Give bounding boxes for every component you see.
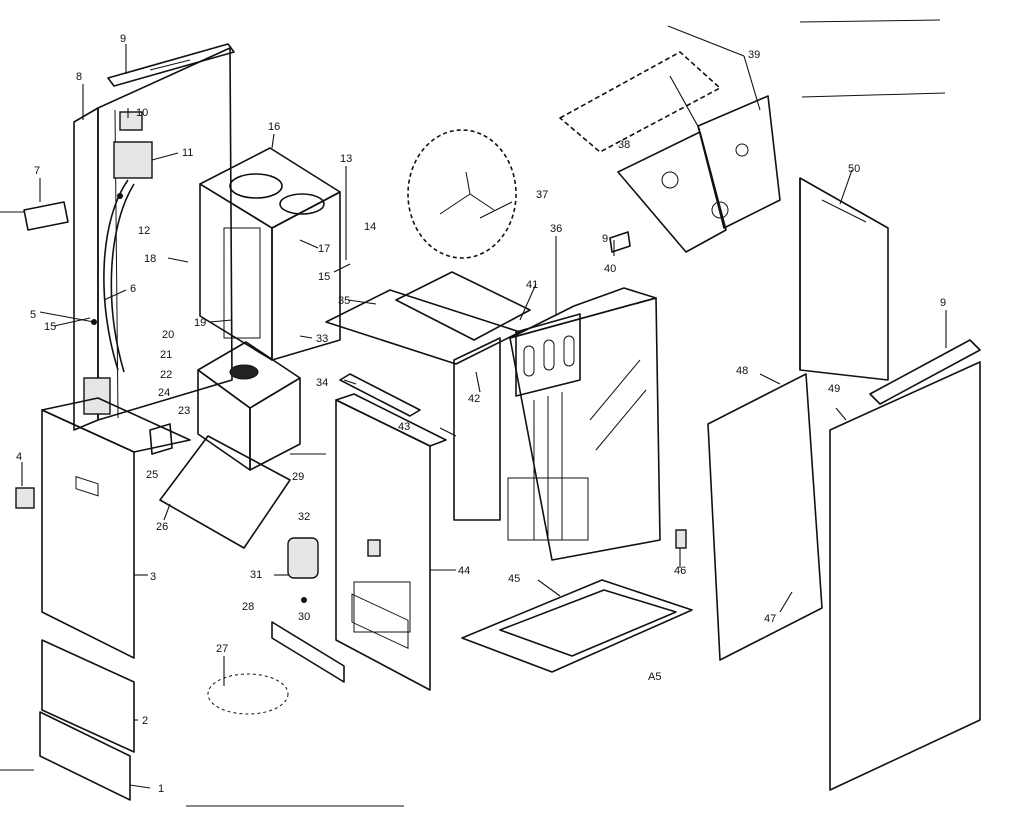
callout-15: 15 [318, 271, 330, 283]
callout-34: 34 [316, 377, 328, 389]
header-rule-lines [186, 19, 946, 807]
left-side-panel [73, 47, 233, 431]
control-part-4 [15, 487, 35, 509]
heat-exchanger [507, 287, 661, 561]
callout-19: 19 [194, 317, 206, 329]
blower-housing [197, 341, 301, 471]
valve-assembly [287, 537, 319, 603]
callout-9-center: 9 [602, 233, 608, 245]
loose-parts-pile [207, 673, 289, 715]
callout-7: 7 [34, 165, 40, 177]
leader-lines [0, 44, 947, 789]
callout-11: 11 [182, 147, 193, 159]
strip-part-28 [271, 621, 345, 683]
callout-10: 10 [136, 107, 148, 119]
callout-6: 6 [130, 283, 136, 295]
callout-4: 4 [16, 451, 22, 463]
callout-31: 31 [250, 569, 262, 581]
callout-17: 17 [318, 243, 330, 255]
strip-part-34 [339, 373, 421, 417]
callout-2: 2 [142, 715, 148, 727]
blower-wheel [407, 129, 517, 259]
callout-32: 32 [298, 511, 310, 523]
callout-33: 33 [316, 333, 328, 345]
callout-30: 30 [298, 611, 310, 623]
callout-40: 40 [604, 263, 616, 275]
inner-front-panel [335, 393, 447, 691]
callout-9-right: 9 [940, 297, 946, 309]
callout-20: 20 [162, 329, 174, 341]
callout-22: 22 [160, 369, 172, 381]
bracket-part-7 [0, 201, 69, 231]
base-pan [461, 579, 693, 673]
callout-9: 9 [120, 33, 126, 45]
callout-48: 48 [736, 365, 748, 377]
side-door-panel [707, 373, 823, 661]
callout-28: 28 [242, 601, 254, 613]
callout-labels: 1 2 3 4 5 6 7 8 9 10 11 12 13 14 15 16 1… [16, 33, 946, 795]
wiring-harness [83, 111, 153, 415]
callout-49: 49 [828, 383, 840, 395]
mid-panel [395, 271, 531, 521]
callout-37: 37 [536, 189, 548, 201]
callout-44: 44 [458, 565, 470, 577]
pipe-part-46 [675, 529, 687, 549]
callout-50: 50 [848, 163, 860, 175]
tall-side-panel [799, 177, 889, 381]
callout-29: 29 [292, 471, 304, 483]
callout-23: 23 [178, 405, 190, 417]
callout-14: 14 [364, 221, 376, 233]
callout-15-lower: 15 [44, 321, 56, 333]
callout-41: 41 [526, 279, 538, 291]
callout-16: 16 [268, 121, 280, 133]
small-plate [149, 423, 173, 455]
bracket-part-40 [609, 231, 631, 253]
callout-42: 42 [468, 393, 480, 405]
callout-24: 24 [158, 387, 170, 399]
callout-38: 38 [618, 139, 630, 151]
callout-5: 5 [30, 309, 36, 321]
callout-8: 8 [76, 71, 82, 83]
callout-18: 18 [144, 253, 156, 265]
callout-36: 36 [550, 223, 562, 235]
front-door-panel [41, 397, 191, 659]
callout-21: 21 [160, 349, 172, 361]
callout-13: 13 [340, 153, 352, 165]
callout-27: 27 [216, 643, 228, 655]
filter-tray [159, 435, 291, 549]
callout-3: 3 [150, 571, 156, 583]
callout-26: 26 [156, 521, 168, 533]
bottom-panels [39, 639, 135, 801]
callout-43: 43 [398, 421, 410, 433]
callout-45: 45 [508, 573, 520, 585]
wiring-sheets [559, 25, 781, 253]
callout-12: 12 [138, 225, 150, 237]
callout-25: 25 [146, 469, 158, 481]
callout-46: 46 [674, 565, 686, 577]
right-panel [829, 339, 981, 791]
callout-35: 35 [338, 295, 350, 307]
callout-47: 47 [764, 613, 776, 625]
diagram-code-label: A5 [648, 671, 661, 683]
top-plate [325, 289, 521, 365]
callout-1: 1 [158, 783, 164, 795]
top-panel-part [107, 43, 235, 87]
callout-39: 39 [748, 49, 760, 61]
